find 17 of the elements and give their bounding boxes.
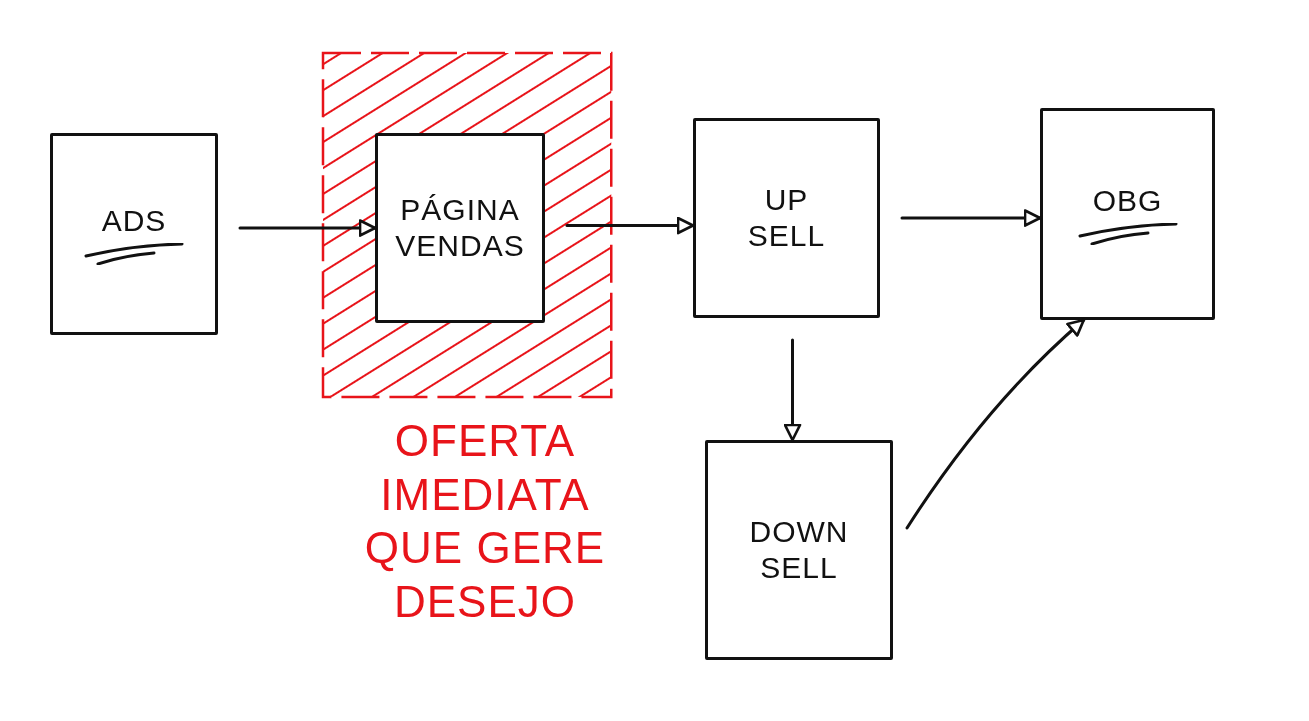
- process-box: [1040, 108, 1215, 320]
- box-label: ADS: [101, 203, 167, 239]
- box-label: DOWN SELL: [748, 514, 850, 586]
- arrow: [565, 216, 695, 235]
- box-label: OBG: [1092, 183, 1163, 219]
- process-box: [693, 118, 880, 318]
- caption-text: OFERTA IMEDIATA QUE GERE DESEJO: [363, 415, 607, 628]
- arrow: [783, 338, 802, 442]
- arrow: [905, 318, 1086, 530]
- arrow: [900, 209, 1042, 227]
- process-box: [50, 133, 218, 335]
- box-label: UP SELL: [746, 182, 827, 254]
- hatched-area: [322, 52, 612, 398]
- arrow: [238, 219, 377, 237]
- box-label: PÁGINA VENDAS: [394, 192, 526, 264]
- process-box: [705, 440, 893, 660]
- process-box: [375, 133, 545, 323]
